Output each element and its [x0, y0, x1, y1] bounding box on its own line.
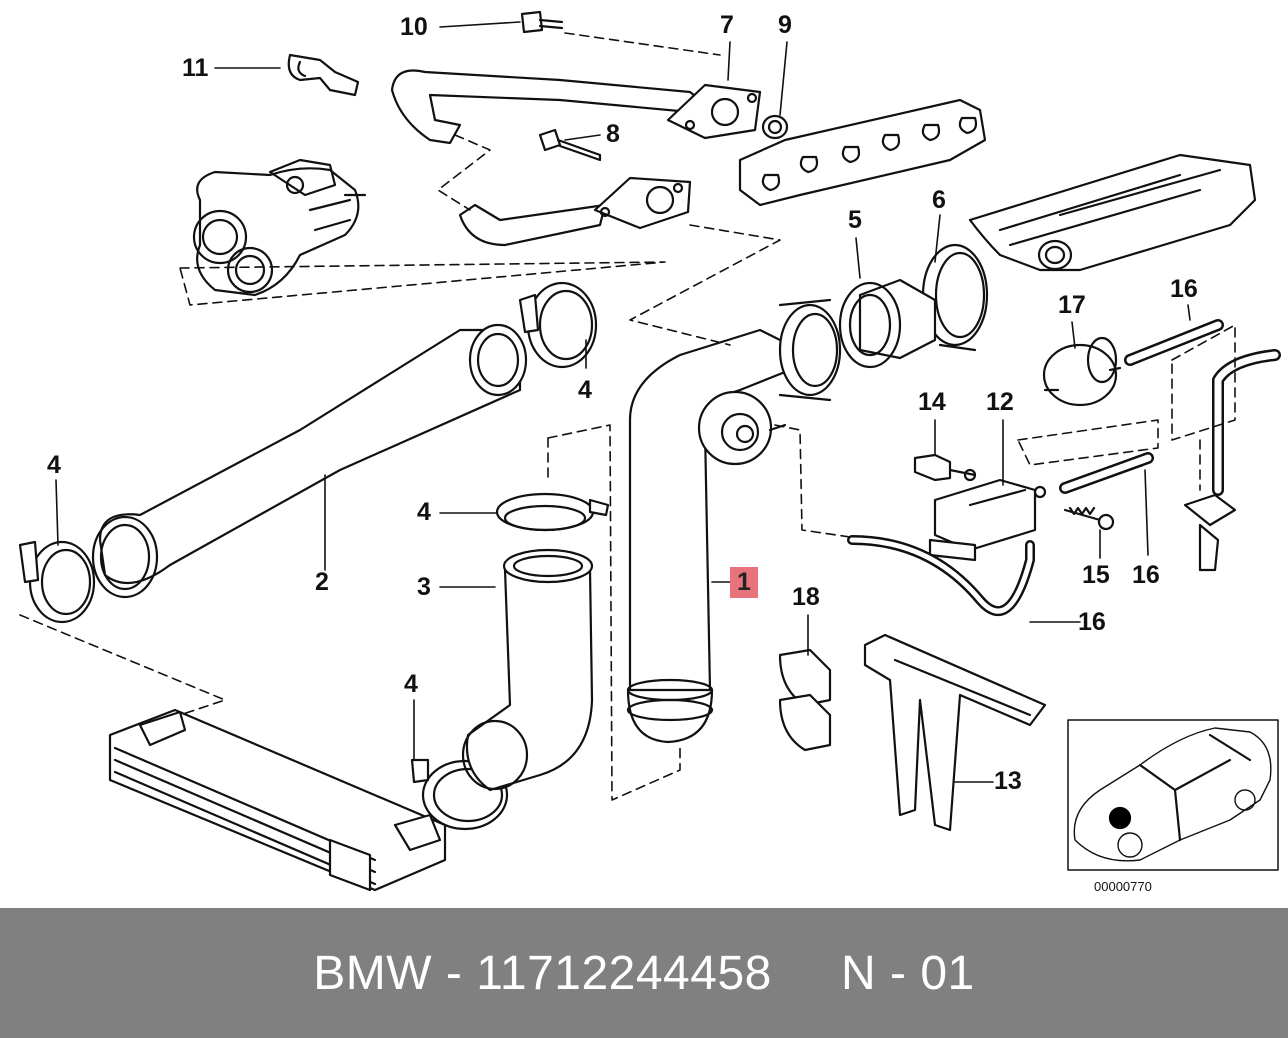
inset-car-drawing	[1067, 719, 1279, 871]
callout-10: 10	[400, 13, 428, 41]
exhaust-manifold-drawing	[738, 98, 987, 207]
callout-7: 7	[720, 11, 734, 39]
canister-17-drawing	[1042, 336, 1122, 407]
callout-9: 9	[778, 11, 792, 39]
intake-manifold-drawing	[968, 153, 1257, 272]
callout-12: 12	[986, 388, 1014, 416]
callout-18: 18	[792, 583, 820, 611]
oil-line-drawing	[390, 69, 789, 145]
callout-4-mid: 4	[417, 498, 431, 526]
callout-13: 13	[994, 767, 1022, 795]
bracket-18-drawing	[778, 648, 832, 752]
callout-14: 14	[918, 388, 946, 416]
exploded-parts-diagram	[18, 10, 1281, 892]
callout-2: 2	[315, 568, 329, 596]
callout-16-right: 16	[1132, 561, 1160, 589]
solenoid-12-drawing	[928, 478, 1047, 562]
part-number-caption: BMW - 11712244458 N - 01	[313, 946, 975, 1000]
callout-4-top: 4	[578, 376, 592, 404]
hose-3-drawing	[461, 548, 594, 792]
callout-15: 15	[1082, 561, 1110, 589]
pipe-flange-drawing	[458, 176, 692, 247]
callout-leader-lines	[55, 21, 1191, 783]
clamp-6-drawing	[921, 243, 989, 352]
callout-16-top: 16	[1170, 275, 1198, 303]
dashed-relation-lines	[19, 32, 1236, 801]
callout-4-bottom: 4	[404, 670, 418, 698]
callout-3: 3	[417, 573, 431, 601]
callout-4-left: 4	[47, 451, 61, 479]
callout-6: 6	[932, 186, 946, 214]
callout-17: 17	[1058, 291, 1086, 319]
clamp-4-top-drawing	[518, 281, 598, 369]
clamp-4-left-drawing	[18, 540, 96, 624]
bracket-13-drawing	[863, 633, 1047, 832]
callout-5: 5	[848, 206, 862, 234]
clip-11-drawing	[287, 53, 360, 97]
callout-1-highlighted: 1	[730, 567, 758, 598]
footer-bar: BMW - 11712244458 N - 01	[0, 908, 1288, 1038]
bolt-8-drawing	[538, 128, 602, 162]
callout-11: 11	[182, 54, 209, 82]
screw-15-drawing	[1063, 506, 1115, 531]
turbocharger-drawing	[192, 158, 367, 297]
callout-8: 8	[606, 120, 620, 148]
hose-5-drawing	[838, 278, 937, 369]
bolt-10-drawing	[520, 10, 564, 34]
inset-diagram-code: 00000770	[1094, 879, 1152, 894]
clamp-4-mid-drawing	[495, 492, 610, 532]
charge-pipe-1-drawing	[626, 298, 842, 744]
intercooler-drawing	[108, 708, 447, 892]
sensor-14-drawing	[913, 453, 977, 482]
bypass-valve-drawing	[697, 390, 787, 466]
hose-2-drawing	[91, 323, 528, 599]
callout-16-lower: 16	[1078, 608, 1106, 636]
